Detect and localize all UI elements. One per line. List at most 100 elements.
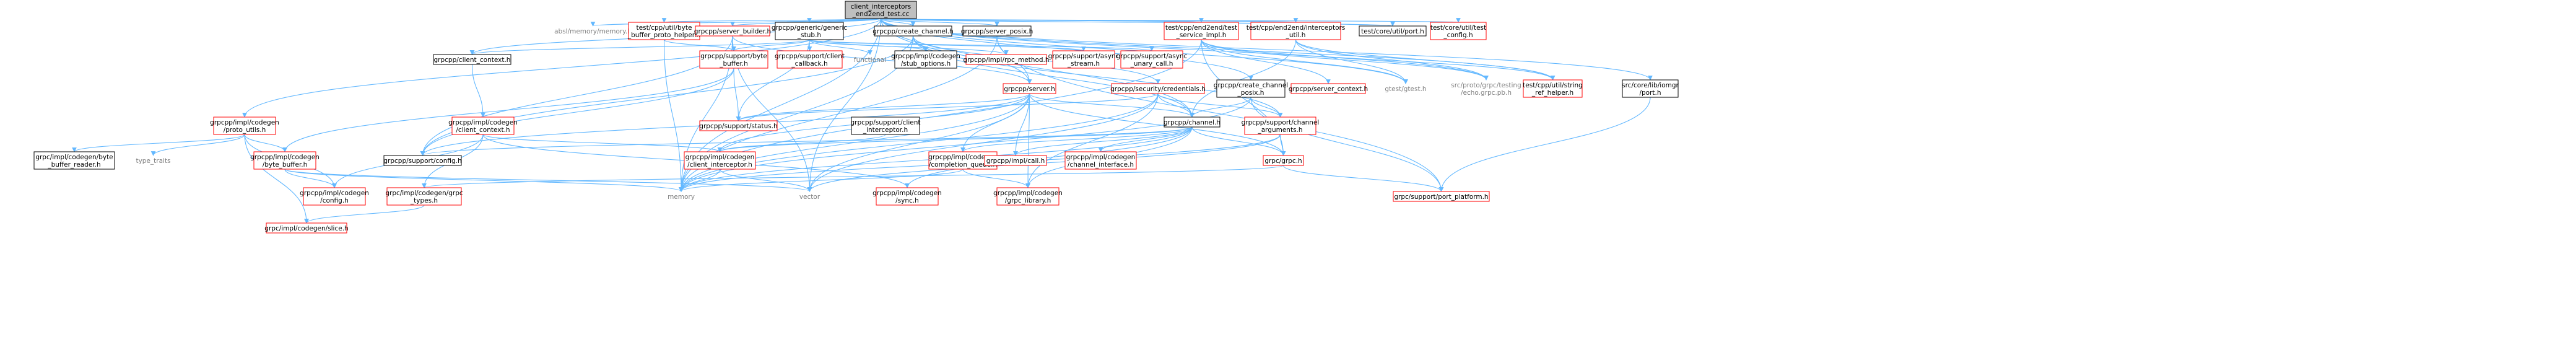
edge-client_interceptor_support-to-codegen_client_interceptor: [717, 134, 886, 152]
node-label-support_byte_buffer-0: grpcpp/support/byte: [700, 53, 767, 60]
node-client_callback[interactable]: grpcpp/support/client_callback.h: [775, 50, 845, 69]
node-box-client_context: [433, 54, 511, 65]
node-byte_buffer_reader[interactable]: grpc/impl/codegen/byte_buffer_reader.h: [33, 151, 115, 170]
node-proto_utils[interactable]: grpcpp/impl/codegen/proto_utils.h: [210, 116, 279, 135]
node-label-stub_options-1: /stub_options.h: [901, 60, 951, 68]
node-channel_arguments[interactable]: grpcpp/support/channel_arguments.h: [1242, 116, 1320, 135]
node-label-codegen_sync-1: /sync.h: [895, 197, 919, 204]
node-label-codegen_byte_buffer-0: grpcpp/impl/codegen: [250, 154, 320, 161]
node-vector: vector: [799, 193, 820, 201]
node-box-server_builder: [695, 25, 770, 37]
node-server_posix[interactable]: grpcpp/server_posix.h: [961, 25, 1033, 37]
node-box-string_ref_helper: [1523, 79, 1583, 98]
node-grpc_library[interactable]: grpcpp/impl/codegen/grpc_library.h: [993, 187, 1063, 206]
node-box-interceptors_util: [1250, 22, 1341, 40]
node-label-channel_h-0: grpcpp/channel.h: [1164, 119, 1221, 126]
node-security_credentials[interactable]: grpcpp/security/credentials.h: [1110, 83, 1206, 94]
node-label-core_test_config-1: _config.h: [1443, 32, 1473, 39]
edge-security_credentials-to-memory: [679, 93, 1159, 192]
node-stub_options[interactable]: grpcpp/impl/codegen/stub_options.h: [891, 50, 960, 69]
edge-channel_h-to-codegen_sync: [905, 126, 1193, 188]
edge-generic_stub-to-async_unary: [809, 39, 1154, 51]
edge-completion_queue-to-grpc_library: [962, 169, 1030, 188]
node-label-grpc_types-0: grpc/impl/codegen/grpc: [385, 190, 463, 197]
node-codegen_config[interactable]: grpcpp/impl/codegen/config.h: [300, 187, 369, 206]
node-channel_interface[interactable]: grpcpp/impl/codegen/channel_interface.h: [1064, 151, 1137, 170]
edge-server_h-to-channel_h: [1029, 93, 1194, 118]
edge-generic_stub-to-support_byte_buffer: [731, 39, 810, 51]
node-label-rpc_method-0: grpcpp/impl/rpc_method.h: [963, 56, 1049, 64]
node-label-bytebuf_helper-1: _buffer_proto_helper.h: [627, 32, 700, 39]
node-label-echo_pb-0: src/proto/grpc/testing: [1451, 82, 1521, 89]
node-server_context[interactable]: grpcpp/server_context.h: [1289, 83, 1368, 94]
node-label-gtest-0: gtest/gtest.h: [1385, 85, 1426, 93]
edge-channel_h-to-impl_call: [1013, 126, 1193, 156]
node-echo_pb: src/proto/grpc/testing/echo.grpc.pb.h: [1451, 82, 1521, 97]
node-core_test_config[interactable]: test/core/util/test_config.h: [1430, 22, 1487, 40]
node-label-grpc_types-1: _types.h: [410, 197, 438, 204]
edge-create_channel_posix-to-port_platform: [1250, 97, 1444, 192]
node-codegen_sync[interactable]: grpcpp/impl/codegen/sync.h: [872, 187, 942, 206]
node-support_config[interactable]: grpcpp/support/config.h: [383, 155, 462, 166]
edge-grpc_h-to-grpc_types: [422, 165, 1284, 188]
edge-root-to-vector: [807, 18, 882, 192]
node-label-bytebuf_helper-0: test/cpp/util/byte: [637, 24, 692, 32]
node-async_stream[interactable]: grpcpp/support/async_stream.h: [1048, 50, 1120, 69]
node-label-client_interceptor_support-1: _interceptor.h: [863, 126, 908, 134]
node-label-create_channel_posix-0: grpcpp/create_channel: [1214, 82, 1288, 89]
node-label-test_service_impl-0: test/cpp/end2end/test: [1165, 24, 1237, 32]
node-interceptors_util[interactable]: test/cpp/end2end/interceptors_util.h: [1247, 22, 1346, 40]
node-support_status[interactable]: grpcpp/support/status.h: [699, 120, 778, 131]
edge-completion_queue-to-memory: [679, 169, 964, 192]
edge-interceptors_util-to-gtest: [1295, 39, 1408, 84]
node-label-grpc_library-1: /grpc_library.h: [1005, 197, 1051, 204]
edge-interceptors_util-to-string_ref_helper: [1295, 39, 1556, 81]
node-bytebuf_helper[interactable]: test/cpp/util/byte_buffer_proto_helper.h: [627, 22, 700, 40]
node-async_unary[interactable]: grpcpp/support/async_unary_call.h: [1116, 50, 1188, 69]
node-label-libuv_port-0: src/core/lib/iomgr: [1622, 82, 1679, 89]
node-grpc_h[interactable]: grpc/grpc.h: [1263, 155, 1304, 166]
node-core_port[interactable]: test/core/util/port.h: [1359, 25, 1427, 37]
node-label-async_stream-0: grpcpp/support/async: [1048, 53, 1120, 60]
node-client_context[interactable]: grpcpp/client_context.h: [433, 54, 511, 65]
node-label-type_traits-0: type_traits: [136, 157, 170, 165]
node-label-core_port-0: test/core/util/port.h: [1361, 28, 1424, 35]
node-impl_call[interactable]: grpcpp/impl/call.h: [984, 155, 1047, 166]
node-port_platform[interactable]: grpc/support/port_platform.h: [1393, 191, 1490, 202]
node-slice[interactable]: grpc/impl/codegen/slice.h: [264, 222, 349, 234]
node-root[interactable]: client_interceptors_end2end_test.cc: [845, 1, 917, 19]
node-codegen_byte_buffer[interactable]: grpcpp/impl/codegen/byte_buffer.h: [250, 151, 320, 170]
edge-codegen_byte_buffer-to-codegen_config: [284, 169, 337, 188]
node-label-client_callback-1: _callback.h: [791, 60, 827, 68]
node-generic_stub[interactable]: grpcpp/generic/generic_stub.h: [772, 22, 848, 40]
edge-server_h-to-impl_call: [1013, 93, 1030, 156]
node-box-bytebuf_helper: [628, 22, 700, 40]
node-box-root: [845, 1, 917, 19]
node-channel_h[interactable]: grpcpp/channel.h: [1164, 116, 1221, 128]
node-rpc_method[interactable]: grpcpp/impl/rpc_method.h: [963, 54, 1050, 65]
edge-test_service_impl-to-server_context: [1201, 39, 1331, 84]
node-support_byte_buffer[interactable]: grpcpp/support/byte_buffer.h: [699, 50, 768, 69]
node-string_ref_helper[interactable]: test/cpp/util/string_ref_helper.h: [1523, 79, 1583, 98]
node-box-security_credentials: [1111, 83, 1205, 94]
node-label-absl-0: absl/memory/memory.h: [554, 28, 632, 35]
node-libuv_port[interactable]: src/core/lib/iomgr/port.h: [1622, 79, 1679, 98]
node-grpc_types[interactable]: grpc/impl/codegen/grpc_types.h: [385, 187, 463, 206]
node-label-interceptors_util-0: test/cpp/end2end/interceptors: [1247, 24, 1346, 32]
node-absl: absl/memory/memory.h: [554, 28, 632, 35]
node-server_builder[interactable]: grpcpp/server_builder.h: [694, 25, 771, 37]
node-label-root-1: _end2end_test.cc: [852, 11, 910, 18]
node-create_channel_posix[interactable]: grpcpp/create_channel_posix.h: [1214, 79, 1288, 98]
edge-support_byte_buffer-to-support_status: [733, 68, 741, 121]
node-codegen_client_interceptor[interactable]: grpcpp/impl/codegen/client_interceptor.h: [684, 151, 756, 170]
node-label-support_config-0: grpcpp/support/config.h: [383, 157, 461, 165]
node-create_channel[interactable]: grpcpp/create_channel.h: [872, 25, 954, 37]
node-impl_client_context[interactable]: grpcpp/impl/codegen/client_context.h: [448, 116, 518, 135]
node-box-impl_client_context: [451, 116, 515, 135]
node-client_interceptor_support[interactable]: grpcpp/support/client_interceptor.h: [851, 116, 921, 135]
node-label-functional-0: functional: [854, 56, 886, 64]
edge-test_service_impl-to-string_ref_helper: [1201, 39, 1556, 81]
node-server_h[interactable]: grpcpp/server.h: [1003, 83, 1056, 94]
node-test_service_impl[interactable]: test/cpp/end2end/test_service_impl.h: [1164, 22, 1239, 40]
